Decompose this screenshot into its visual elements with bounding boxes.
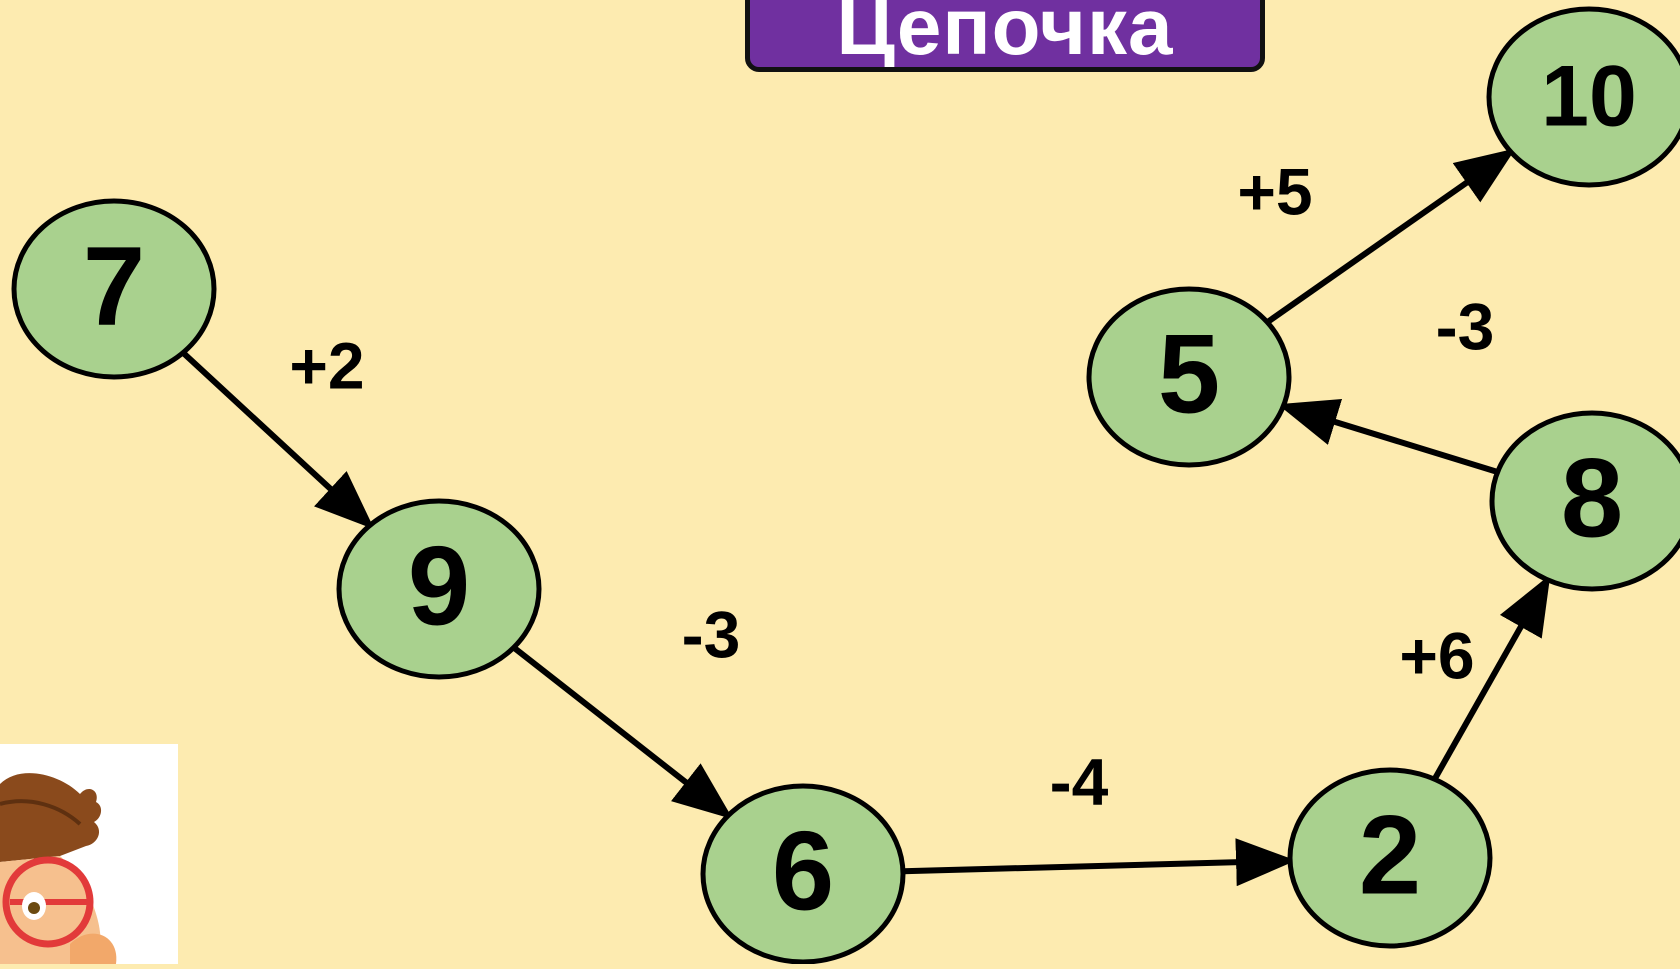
edge-label-n6-to-n2: -4	[1050, 744, 1109, 818]
edge-label-n5-to-n10: +5	[1237, 154, 1312, 228]
node-value: 6	[772, 809, 834, 934]
edge-label-n9-to-n6: -3	[682, 597, 741, 671]
page-title: Цепочка	[836, 0, 1174, 71]
node-8: 8	[1489, 410, 1680, 592]
node-10: 10	[1486, 6, 1680, 188]
edges-layer	[180, 148, 1551, 887]
arrow-n8-to-n5	[1277, 398, 1499, 475]
arrow-n6-to-n2	[902, 838, 1297, 887]
arrow-n7-to-n9	[180, 350, 375, 530]
edge-labels-layer: +2 -3 -4 +6 -3 +5	[289, 154, 1494, 818]
edge-label-n8-to-n5: -3	[1436, 289, 1495, 363]
node-value: 8	[1561, 436, 1623, 561]
node-5: 5	[1086, 286, 1292, 468]
cartoon-boy-with-glasses-icon	[0, 744, 178, 964]
arrow-n9-to-n6	[511, 645, 734, 820]
arrow-n5-to-n10	[1265, 148, 1516, 325]
node-ellipse	[1489, 410, 1680, 592]
node-value: 5	[1158, 312, 1220, 437]
node-6: 6	[700, 783, 906, 965]
edge-label-n2-to-n8: +6	[1399, 618, 1474, 692]
node-7: 7	[11, 198, 217, 380]
node-ellipse	[700, 783, 906, 965]
node-value: 9	[408, 524, 470, 649]
node-ellipse	[1287, 767, 1493, 949]
arrow-n2-to-n8	[1431, 574, 1551, 781]
node-ellipse	[1486, 6, 1680, 188]
node-2: 2	[1287, 767, 1493, 949]
nodes-layer: 7 9 6 2 8 5 10	[11, 6, 1680, 965]
edge-label-n7-to-n9: +2	[289, 328, 364, 402]
title-banner: Цепочка	[745, 0, 1265, 72]
node-ellipse	[11, 198, 217, 380]
node-value: 7	[83, 224, 145, 349]
node-ellipse	[1086, 286, 1292, 468]
node-ellipse	[336, 498, 542, 680]
node-value: 2	[1359, 793, 1421, 918]
node-9: 9	[336, 498, 542, 680]
node-value: 10	[1541, 49, 1637, 145]
